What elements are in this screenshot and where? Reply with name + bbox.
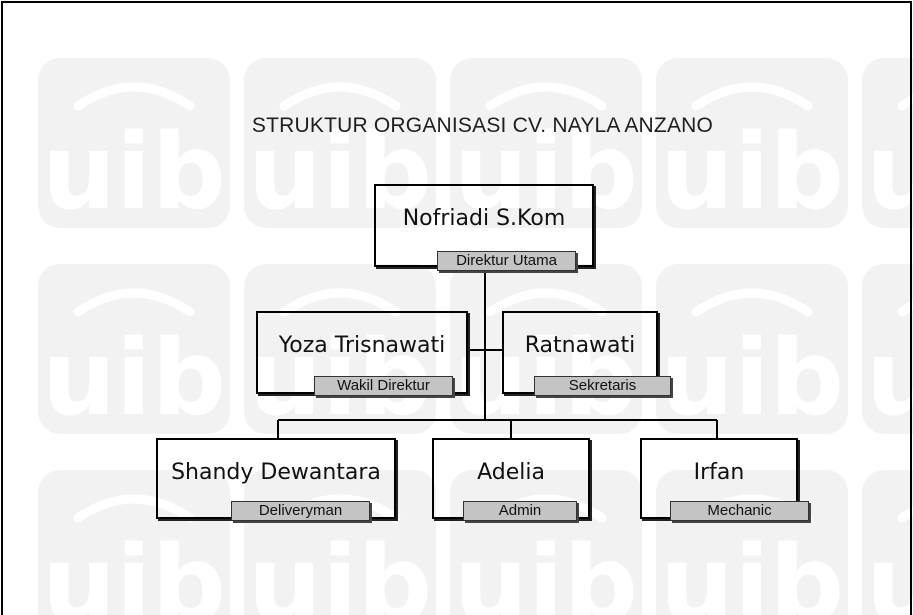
director-role-label: Direktur Utama bbox=[437, 251, 576, 271]
deliveryman-role-label: Deliveryman bbox=[231, 501, 370, 521]
mechanic-role-label: Mechanic bbox=[670, 501, 809, 521]
mechanic-name: Irfan bbox=[693, 460, 745, 485]
node-director: Nofriadi S.Kom bbox=[374, 184, 594, 267]
admin-role-label: Admin bbox=[463, 501, 577, 521]
director-name: Nofriadi S.Kom bbox=[402, 206, 566, 231]
admin-name: Adelia bbox=[477, 460, 545, 485]
deputy-role-label: Wakil Direktur bbox=[314, 376, 453, 396]
secretary-name: Ratnawati bbox=[524, 333, 636, 358]
node-deliveryman: Shandy Dewantara bbox=[156, 438, 396, 519]
chart-title: STRUKTUR ORGANISASI CV. NAYLA ANZANO bbox=[251, 114, 714, 137]
secretary-role-label: Sekretaris bbox=[534, 376, 671, 396]
deputy-name: Yoza Trisnawati bbox=[278, 333, 446, 358]
deliveryman-name: Shandy Dewantara bbox=[171, 460, 381, 485]
